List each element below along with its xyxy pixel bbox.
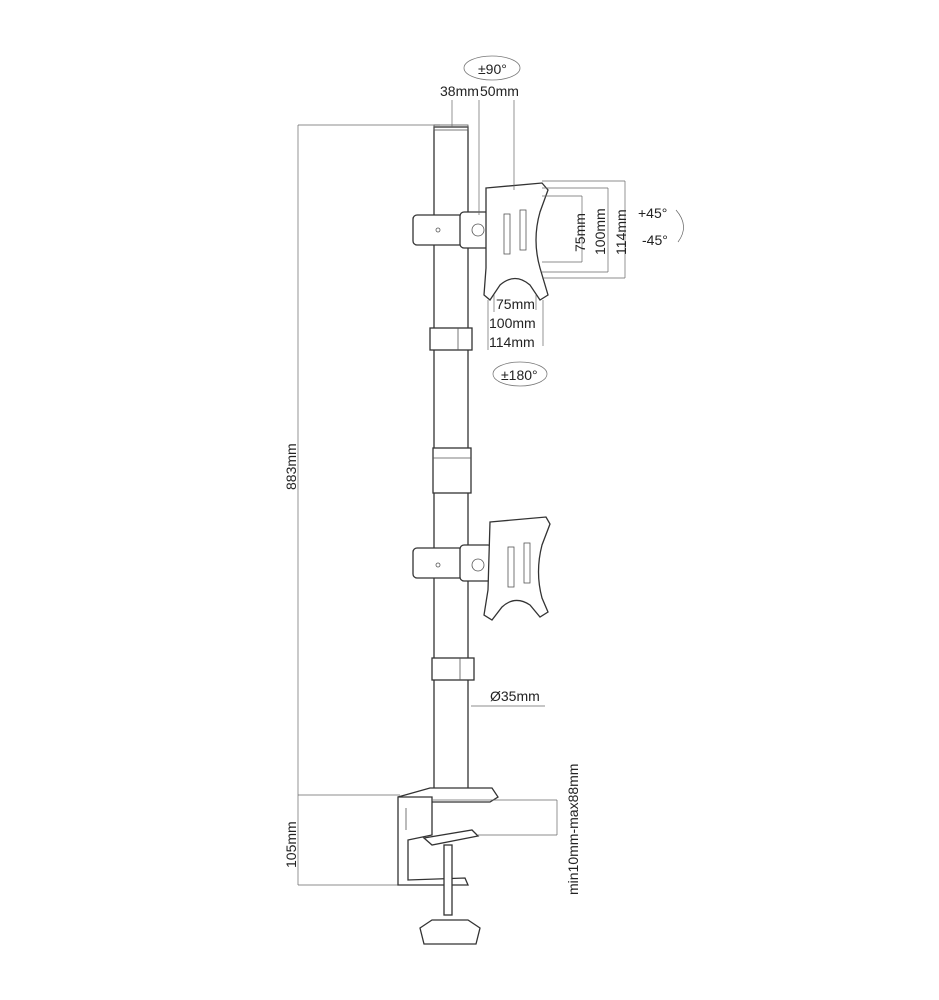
pole-diameter-dimension: Ø35mm xyxy=(471,688,545,707)
vesa-vertical-100-label: 100mm xyxy=(592,208,608,255)
pole-diameter-label: Ø35mm xyxy=(490,688,540,704)
pole-height-dimension: 883mm 105mm xyxy=(283,124,440,886)
lower-collar xyxy=(431,657,475,681)
desk-clamp: min10mm-max88mm xyxy=(397,764,581,945)
desk-thickness-label: min10mm-max88mm xyxy=(565,764,581,895)
vesa-horizontal-114-label: 114mm xyxy=(489,334,535,350)
pole-height-label: 883mm xyxy=(283,443,299,490)
vesa-vertical-114-label: 114mm xyxy=(613,209,629,255)
vesa-horizontal-100-label: 100mm xyxy=(489,315,536,331)
offset-38-label: 38mm xyxy=(440,83,479,99)
upper-collar xyxy=(429,327,473,351)
lower-monitor-bracket xyxy=(412,516,551,621)
swivel-label: ±90° xyxy=(478,61,507,77)
tilt-down-label: -45° xyxy=(642,232,668,248)
upper-monitor-bracket xyxy=(412,182,549,301)
vesa-vertical-75-label: 75mm xyxy=(572,213,588,252)
upper-dimensions: ±90° 38mm 50mm 75mm 100mm 114mm +45° -45… xyxy=(440,55,684,387)
rotation-label: ±180° xyxy=(501,367,538,383)
vesa-horizontal-75-label: 75mm xyxy=(496,296,535,312)
tilt-up-label: +45° xyxy=(638,205,667,221)
clamp-height-label: 105mm xyxy=(283,821,299,868)
offset-50-label: 50mm xyxy=(480,83,519,99)
